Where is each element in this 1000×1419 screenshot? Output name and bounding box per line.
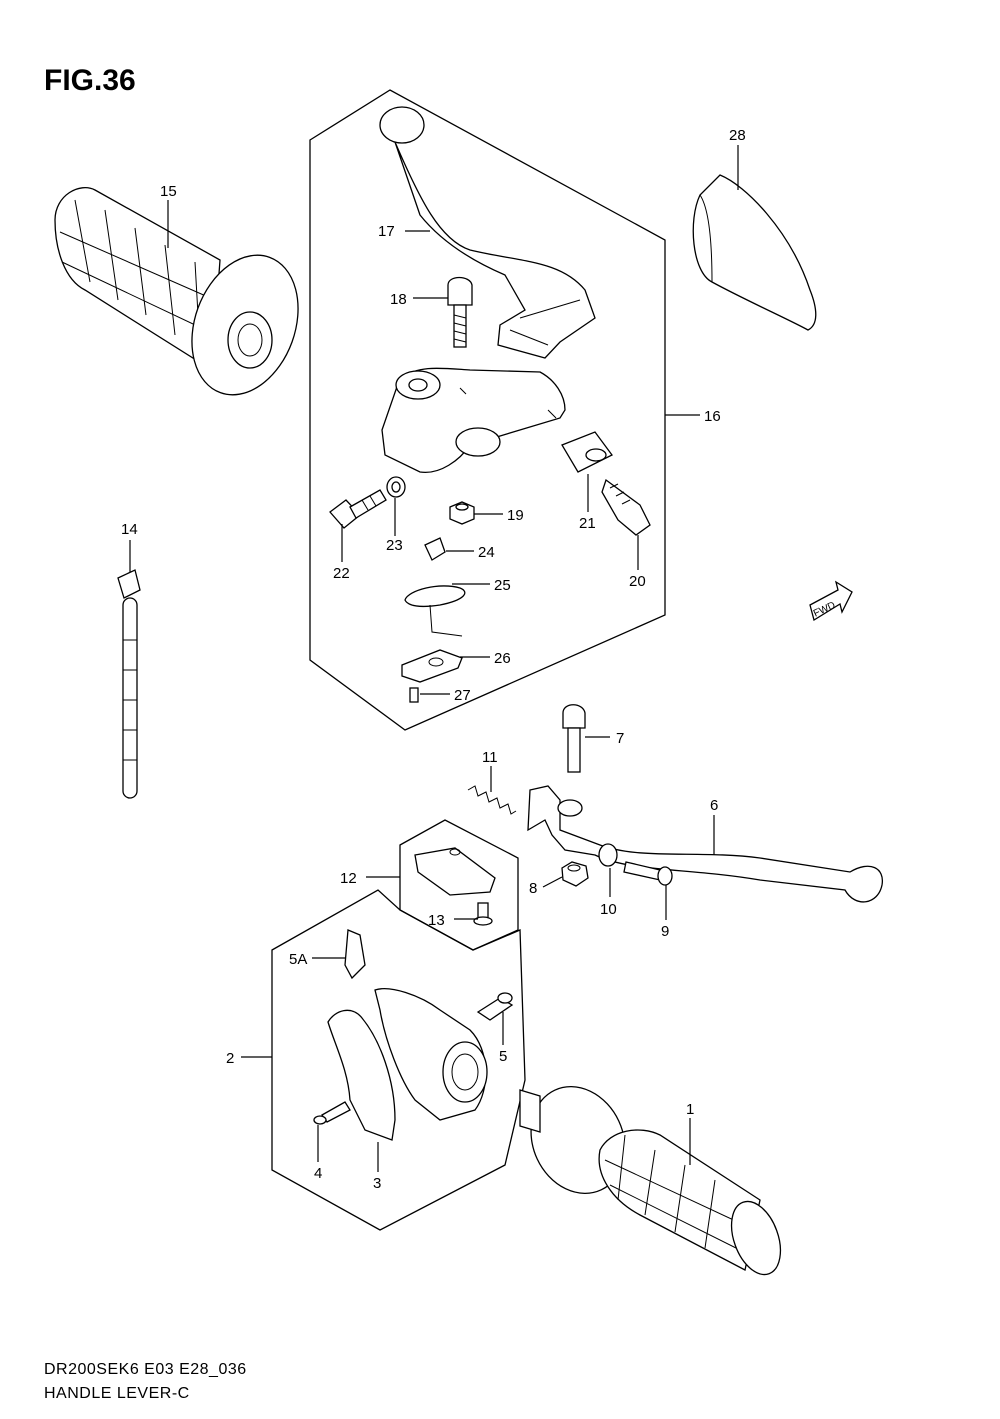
part-spring: [467, 785, 517, 815]
callout-16: 16: [704, 408, 721, 425]
part-lever-cover: [692, 174, 817, 331]
part-adjuster-nut: [561, 431, 613, 473]
callout-3: 3: [373, 1175, 381, 1192]
callout-18: 18: [390, 291, 407, 308]
part-switch-12: [414, 847, 496, 896]
frame-switch-case: [271, 889, 526, 1231]
callout-7: 7: [616, 730, 624, 747]
callout-17: 17: [378, 223, 395, 240]
callout-27: 27: [454, 687, 471, 704]
callout-21: 21: [579, 515, 596, 532]
callout-1: 1: [686, 1101, 694, 1118]
callout-15: 15: [160, 183, 177, 200]
callout-24: 24: [478, 544, 495, 561]
callout-13: 13: [428, 912, 445, 929]
callout-22: 22: [333, 565, 350, 582]
part-clip-5a: [344, 929, 366, 980]
callout-5: 5: [499, 1048, 507, 1065]
footer-code: DR200SEK6 E03 E28_036: [44, 1361, 247, 1378]
part-cable-tie: [117, 569, 141, 799]
part-switch-holder: [401, 649, 463, 683]
callout-19: 19: [507, 507, 524, 524]
callout-labels: 15 17 18 28 16 19 21 20 22 23 24 25 26 2…: [121, 127, 746, 1192]
part-switch-case: [327, 988, 488, 1141]
figure-title: FIG.36: [44, 64, 136, 97]
part-screw-27: [409, 687, 419, 703]
callout-2: 2: [226, 1050, 234, 1067]
part-adjuster-bolt: [601, 478, 651, 536]
leader-lines: [129, 145, 739, 1172]
part-screw-13: [473, 902, 493, 926]
callout-12: 12: [340, 870, 357, 887]
part-right-grip: [519, 1085, 782, 1276]
part-clip: [424, 537, 446, 561]
callout-10: 10: [600, 901, 617, 918]
callout-23: 23: [386, 537, 403, 554]
frame-clutch-lever-assembly: [309, 89, 666, 731]
callout-26: 26: [494, 650, 511, 667]
part-collar: [598, 843, 618, 867]
part-left-grip: [54, 187, 299, 396]
callout-8: 8: [529, 880, 537, 897]
callout-28: 28: [729, 127, 746, 144]
part-lever-bracket: [381, 367, 566, 473]
part-nut-8: [561, 861, 589, 887]
callout-4: 4: [314, 1165, 322, 1182]
forward-direction-badge: FWD: [809, 580, 853, 622]
part-pivot-bolt-7: [562, 704, 586, 773]
callout-6: 6: [710, 797, 718, 814]
part-brake-lever: [527, 785, 883, 903]
part-bolt-9: [623, 861, 673, 886]
part-washer: [386, 476, 406, 498]
part-bolt-22: [329, 489, 387, 529]
callout-5a: 5A: [289, 951, 307, 968]
part-screw-5: [476, 992, 514, 1021]
part-screw-4: [313, 1101, 351, 1125]
part-nut-19: [449, 501, 475, 525]
part-switch: [404, 585, 466, 637]
part-clutch-lever: [379, 106, 596, 359]
callout-20: 20: [629, 573, 646, 590]
callout-11: 11: [482, 749, 498, 766]
callout-14: 14: [121, 521, 138, 538]
footer-name: HANDLE LEVER-C: [44, 1385, 190, 1402]
part-pivot-bolt: [447, 276, 473, 348]
callout-25: 25: [494, 577, 511, 594]
callout-9: 9: [661, 923, 669, 940]
